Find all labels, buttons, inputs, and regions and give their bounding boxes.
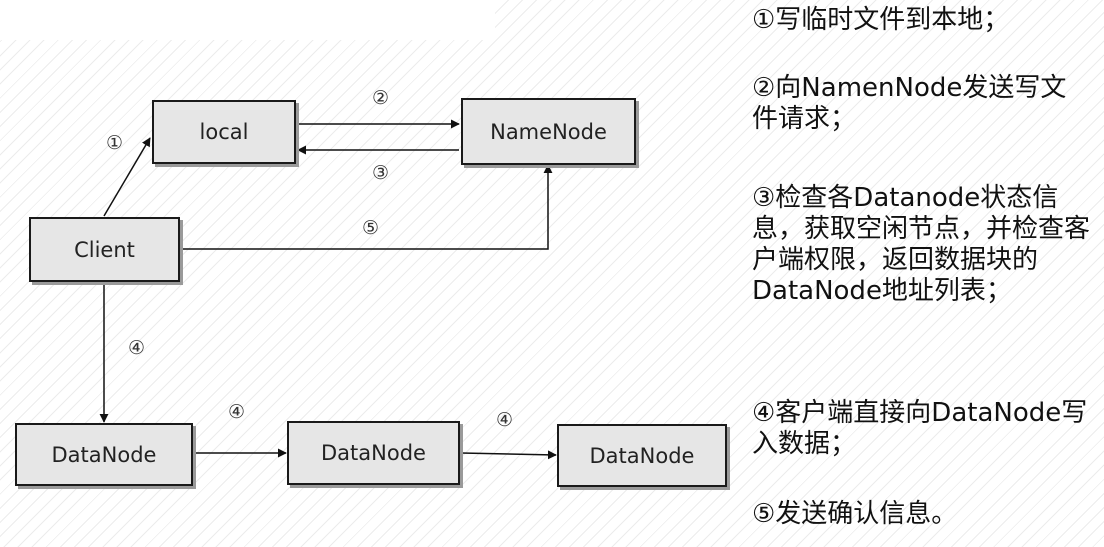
namenode-node: NameNode [461,98,636,165]
step-note-5: ⑤发送确认信息。 [752,499,958,529]
top-white-band [0,0,495,40]
step-note-1: ①写临时文件到本地； [752,5,1010,35]
edge-datanode2-to-datanode3 [460,450,557,460]
datanode-node-3: DataNode [557,424,727,487]
edge-label-datanode1-to-datanode2: ④ [228,401,246,423]
edge-label-namenode-to-local: ③ [372,162,390,184]
step-note-2: ②向NamenNode发送写文件请求； [752,73,1067,134]
diagram-edges [99,119,557,460]
edge-label-datanode2-to-datanode3: ④ [496,409,514,431]
datanode-node-1: DataNode [15,423,193,486]
edge-client-to-local [103,137,151,217]
edge-client-to-namenode [180,164,553,250]
edge-label-client-to-namenode: ⑤ [362,217,380,239]
datanode-node-2: DataNode [287,421,460,485]
edge-label-local-to-namenode: ② [372,87,390,109]
step-note-3: ③检查各Datanode状态信息，获取空闲节点，并检查客户端权限，返回数据块的D… [752,183,1091,306]
client-node: Client [29,217,180,282]
step-note-4: ④客户端直接向DataNode写入数据； [752,398,1088,459]
edge-label-client-to-datanode: ④ [128,337,146,359]
local-node: local [152,100,296,164]
edge-label-client-to-local: ① [106,132,124,154]
